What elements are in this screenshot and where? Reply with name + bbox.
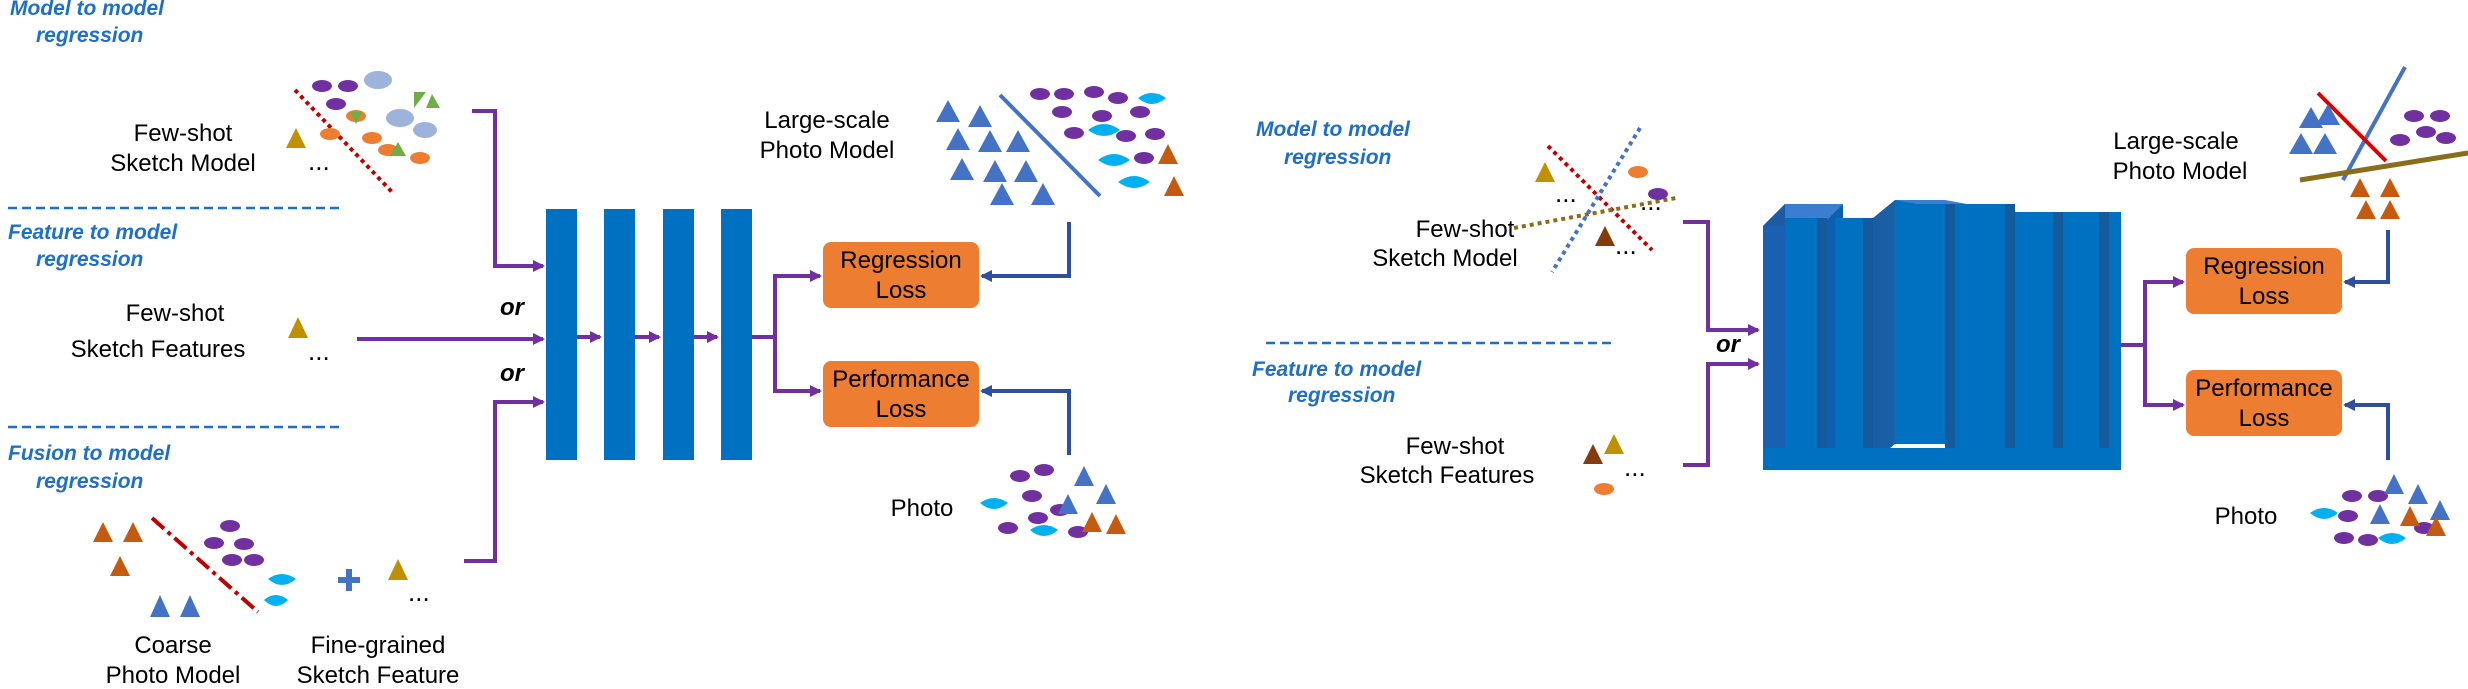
left-large-scale-photo-model-line2: Photo Model (760, 137, 895, 164)
left-regression-loss-line1: Regression (840, 247, 961, 274)
right-arrow-to-regression (2121, 276, 2185, 347)
left-or-label-1: or (500, 294, 526, 321)
left-header-feature-to-model-line1: Feature to model (8, 221, 178, 244)
left-network-layer-1 (546, 209, 577, 460)
right-large-scale-photo-model-line2: Photo Model (2113, 158, 2248, 185)
svg-text:...: ... (1555, 178, 1577, 208)
right-or-label: or (1716, 331, 1742, 358)
left-coarse-photo-model-line1: Coarse (134, 632, 211, 659)
left-photo-label: Photo (891, 495, 954, 522)
right-few-shot-sketch-features-line1: Few-shot (1406, 433, 1505, 460)
right-sketch-model-icon: ... ... ... (1513, 126, 1677, 274)
svg-text:...: ... (1640, 186, 1662, 216)
left-network-layer-3 (663, 209, 694, 460)
left-coarse-photo-model-line2: Photo Model (106, 662, 241, 689)
right-performance-loss-line2: Loss (2239, 405, 2290, 432)
right-large-scale-photo-model-icon (2289, 66, 2468, 219)
left-regression-loss-line2: Loss (876, 277, 927, 304)
left-fine-grained-sketch-feature-line1: Fine-grained (311, 632, 446, 659)
right-header-feature-to-model-line1: Feature to model (1252, 358, 1422, 381)
right-photo-label: Photo (2215, 503, 2278, 530)
right-few-shot-sketch-model-line1: Few-shot (1416, 216, 1515, 243)
right-arrow-photo-to-performance (2343, 399, 2390, 460)
left-few-shot-sketch-features-line2: Sketch Features (71, 336, 246, 363)
left-large-scale-photo-model-line1: Large-scale (764, 107, 889, 134)
left-header-feature-to-model-line2: regression (36, 248, 143, 271)
left-header-model-to-model-line1: Model to model (10, 0, 165, 20)
right-network (1763, 200, 2121, 470)
left-few-shot-sketch-model-line2: Sketch Model (110, 150, 255, 177)
left-coarse-photo-model-icon (93, 516, 296, 617)
left-fine-grained-sketch-feature-line2: Sketch Feature (297, 662, 460, 689)
right-regression-loss-line2: Loss (2239, 283, 2290, 310)
right-regression-loss-box: Regression Loss (2186, 248, 2342, 314)
left-performance-loss-line1: Performance (832, 366, 969, 393)
left-header-fusion-to-model-line1: Fusion to model (8, 442, 171, 465)
svg-text:...: ... (308, 336, 330, 366)
left-fine-grained-sketch-feature-icon: ... (338, 559, 430, 607)
left-performance-loss-box: Performance Loss (823, 361, 979, 427)
right-few-shot-sketch-features-line2: Sketch Features (1360, 462, 1535, 489)
right-performance-loss-line1: Performance (2195, 375, 2332, 402)
left-sketch-model-icon: ... (286, 71, 440, 194)
right-large-scale-photo-model-line1: Large-scale (2113, 128, 2238, 155)
left-few-shot-sketch-model-line1: Few-shot (134, 120, 233, 147)
right-header-model-to-model-line2: regression (1284, 146, 1391, 169)
svg-text:...: ... (1615, 230, 1637, 260)
right-performance-loss-box: Performance Loss (2186, 370, 2342, 436)
left-arrow-sketch-model-input (472, 109, 545, 272)
left-or-label-2: or (500, 360, 526, 387)
right-diagram: Model to model regression Feature to mod… (1252, 66, 2468, 546)
left-performance-loss-line2: Loss (876, 396, 927, 423)
right-header-model-to-model-line1: Model to model (1256, 118, 1411, 141)
left-photo-icon (980, 464, 1126, 538)
left-network-layer-4 (721, 209, 752, 460)
left-few-shot-sketch-features-line1: Few-shot (126, 300, 225, 327)
right-sketch-features-icon: ... (1583, 434, 1646, 495)
right-few-shot-sketch-model-line2: Sketch Model (1372, 245, 1517, 272)
left-arrow-to-regression (752, 270, 822, 339)
right-arrow-to-performance (2143, 345, 2185, 411)
left-arrow-fusion-input (464, 396, 545, 563)
left-header-model-to-model-line2: regression (36, 24, 143, 47)
right-arrow-sketch-model-input (1683, 220, 1760, 336)
left-arrow-photo-to-performance (980, 385, 1071, 455)
svg-text:...: ... (1624, 452, 1646, 482)
left-network-layer-2 (604, 209, 635, 460)
left-arrow-to-performance (773, 337, 822, 397)
right-regression-loss-line1: Regression (2203, 253, 2324, 280)
left-large-scale-photo-model-icon (936, 86, 1184, 205)
right-header-feature-to-model-line2: regression (1288, 384, 1395, 407)
right-arrow-sketch-features-input (1683, 358, 1760, 467)
left-arrow-photo-model-to-regression (980, 222, 1071, 282)
left-diagram: Model to model regression Feature to mod… (8, 0, 1184, 689)
svg-text:...: ... (308, 146, 330, 176)
svg-text:...: ... (408, 577, 430, 607)
right-photo-icon (2310, 474, 2450, 546)
left-header-fusion-to-model-line2: regression (36, 470, 143, 493)
left-regression-loss-box: Regression Loss (823, 242, 979, 308)
right-arrow-photo-model-to-regression (2343, 230, 2390, 288)
left-network (546, 209, 752, 460)
left-sketch-features-icon: ... (288, 317, 330, 366)
